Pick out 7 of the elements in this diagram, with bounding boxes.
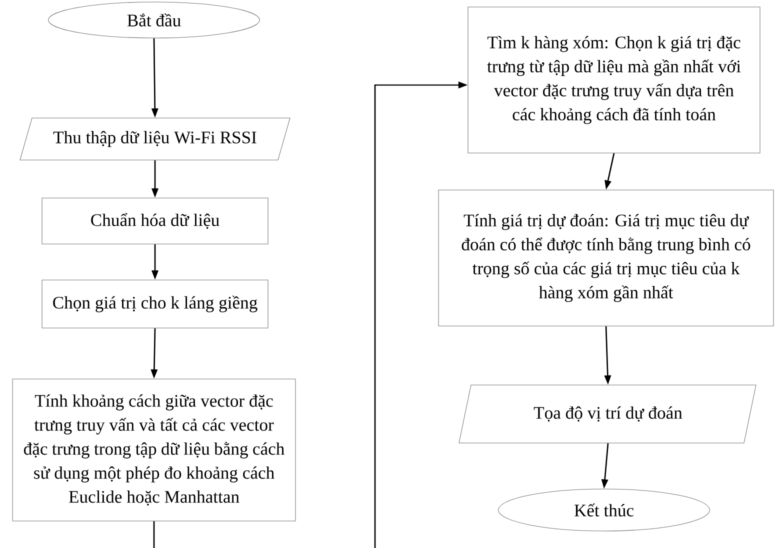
input-output-parallelogram: Tọa độ vị trí dự đoán [458,384,756,444]
process-box: Tìm k hàng xóm: Chọn k giá trị đặc trưng từ tập dữ liệu mà gần nhất với vector đặc trưng truy vấn dựa trên các khoảng cách đã tính toán [468,6,760,154]
process-box: Chọn giá trị cho k láng giềng [42,280,268,328]
process-box: Tính giá trị dự đoán: Giá trị mục tiêu dự đoán có thể được tính bằng trung bình có trọng số của các giá trị mục tiêu của k hàng xóm gần nhất [438,190,774,326]
process-box: Tính khoảng cách giữa vector đặc trưng truy vấn và tất cả các vector đặc trưng trong tập dữ liệu bằng cách sử dụng một phép đo khoảng cách Euclide hoặc Manhattan [12,378,296,522]
input-output-parallelogram: Thu thập dữ liệu Wi-Fi RSSI [20,118,290,160]
process-box: Chuẩn hóa dữ liệu [42,198,268,244]
